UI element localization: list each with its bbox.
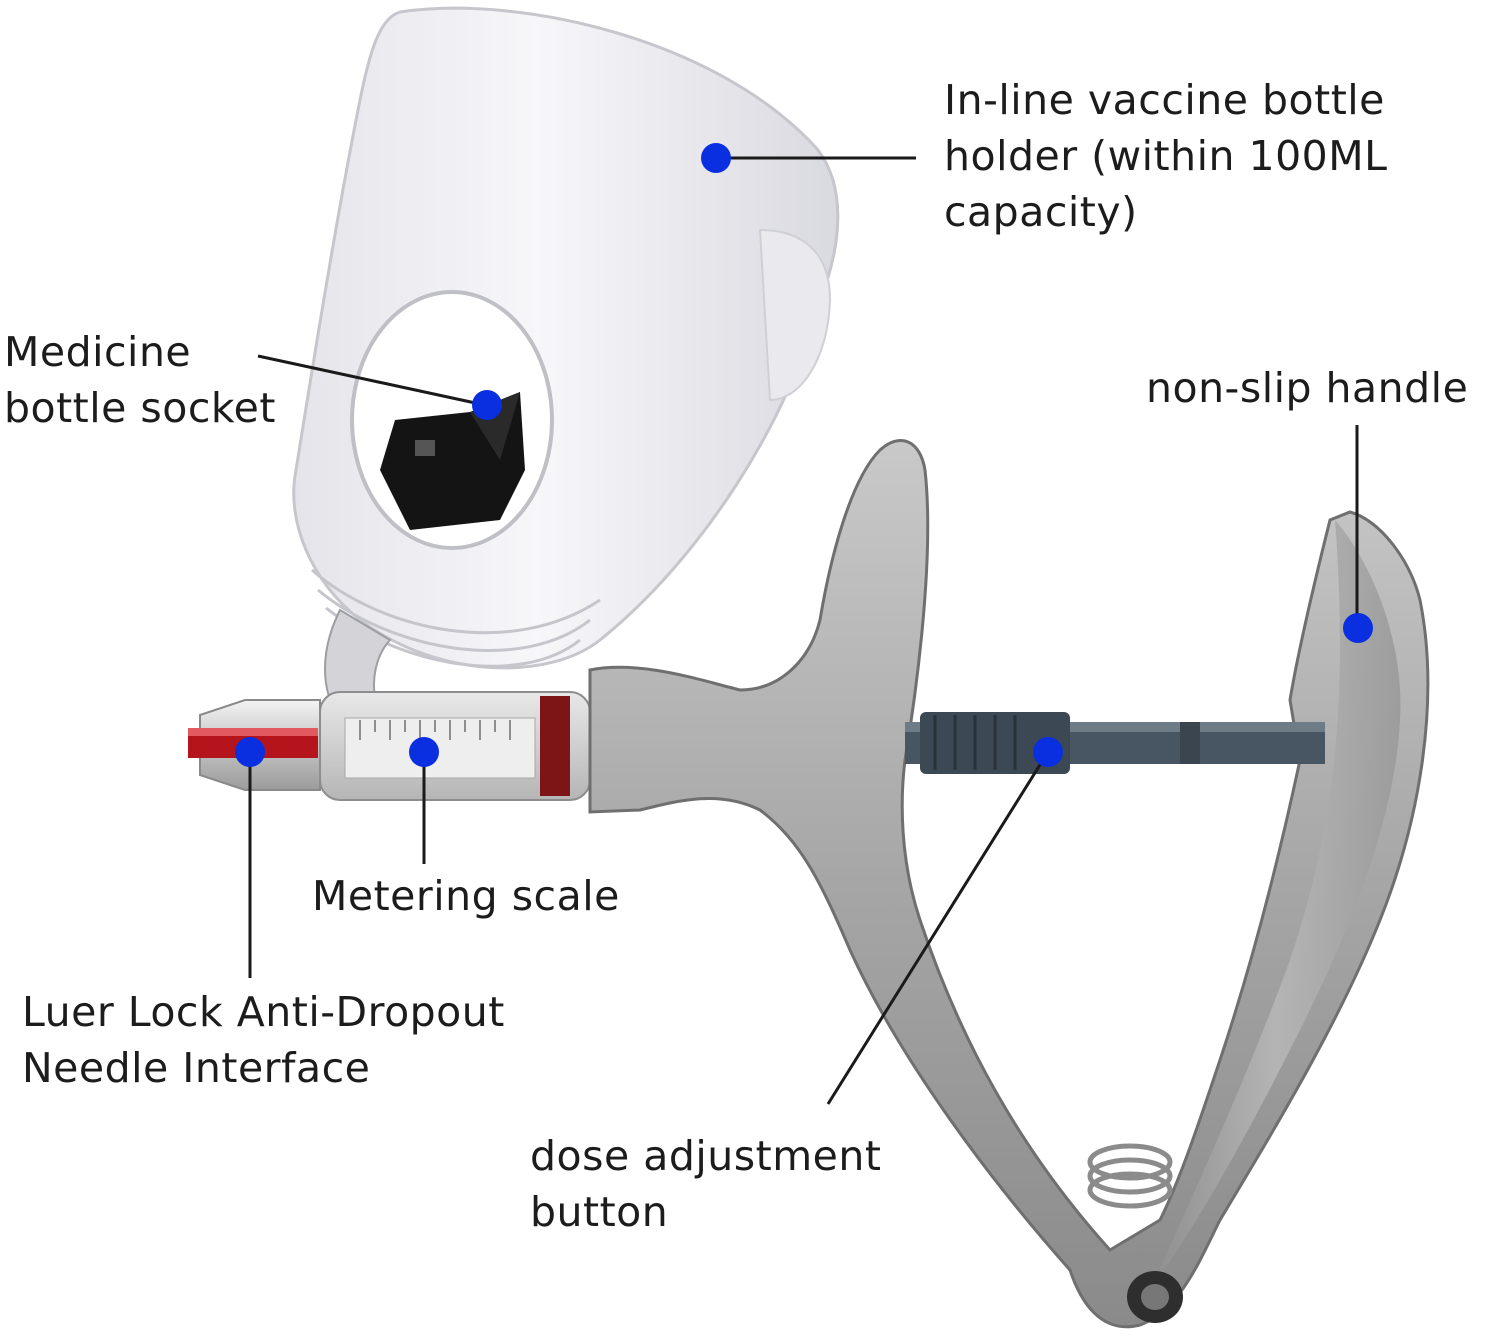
callout-line: Luer Lock Anti-Dropout: [22, 988, 505, 1036]
marker-dose-button: [1033, 737, 1063, 767]
barrel: [319, 691, 591, 801]
marker-luer-lock: [235, 737, 265, 767]
callout-line: non-slip handle: [1146, 364, 1469, 412]
callout-line: capacity): [944, 188, 1138, 236]
callout-bottle-socket: Medicine bottle socket: [4, 324, 276, 436]
bottle-holder-cup: [292, 6, 840, 670]
callout-luer-lock: Luer Lock Anti-Dropout Needle Interface: [22, 984, 505, 1096]
leader-lines: [248, 156, 1359, 1105]
callout-line: dose adjustment: [530, 1132, 882, 1180]
callout-line: Metering scale: [312, 872, 620, 920]
callout-handle: non-slip handle: [1146, 360, 1468, 416]
callout-line: Needle Interface: [22, 1044, 371, 1092]
marker-bottle-socket: [472, 390, 502, 420]
marker-dots: [235, 143, 1373, 767]
callout-dose-button: dose adjustment button: [530, 1128, 881, 1240]
marker-handle: [1343, 613, 1373, 643]
callout-line: bottle socket: [4, 384, 276, 432]
callout-bottle-holder: In-line vaccine bottle holder (within 10…: [944, 72, 1387, 240]
callout-line: button: [530, 1188, 669, 1236]
callout-line: Medicine: [4, 328, 192, 376]
plunger-rod: [905, 712, 1325, 774]
callout-metering-scale: Metering scale: [312, 868, 620, 924]
marker-bottle-holder: [701, 143, 731, 173]
leader-line-bottle-socket: [257, 354, 481, 406]
callout-line: In-line vaccine bottle: [944, 76, 1385, 124]
callout-line: holder (within 100ML: [944, 132, 1388, 180]
leader-line-dose-button: [826, 751, 1050, 1105]
marker-metering-scale: [409, 737, 439, 767]
syringe-body: [588, 439, 1430, 1329]
